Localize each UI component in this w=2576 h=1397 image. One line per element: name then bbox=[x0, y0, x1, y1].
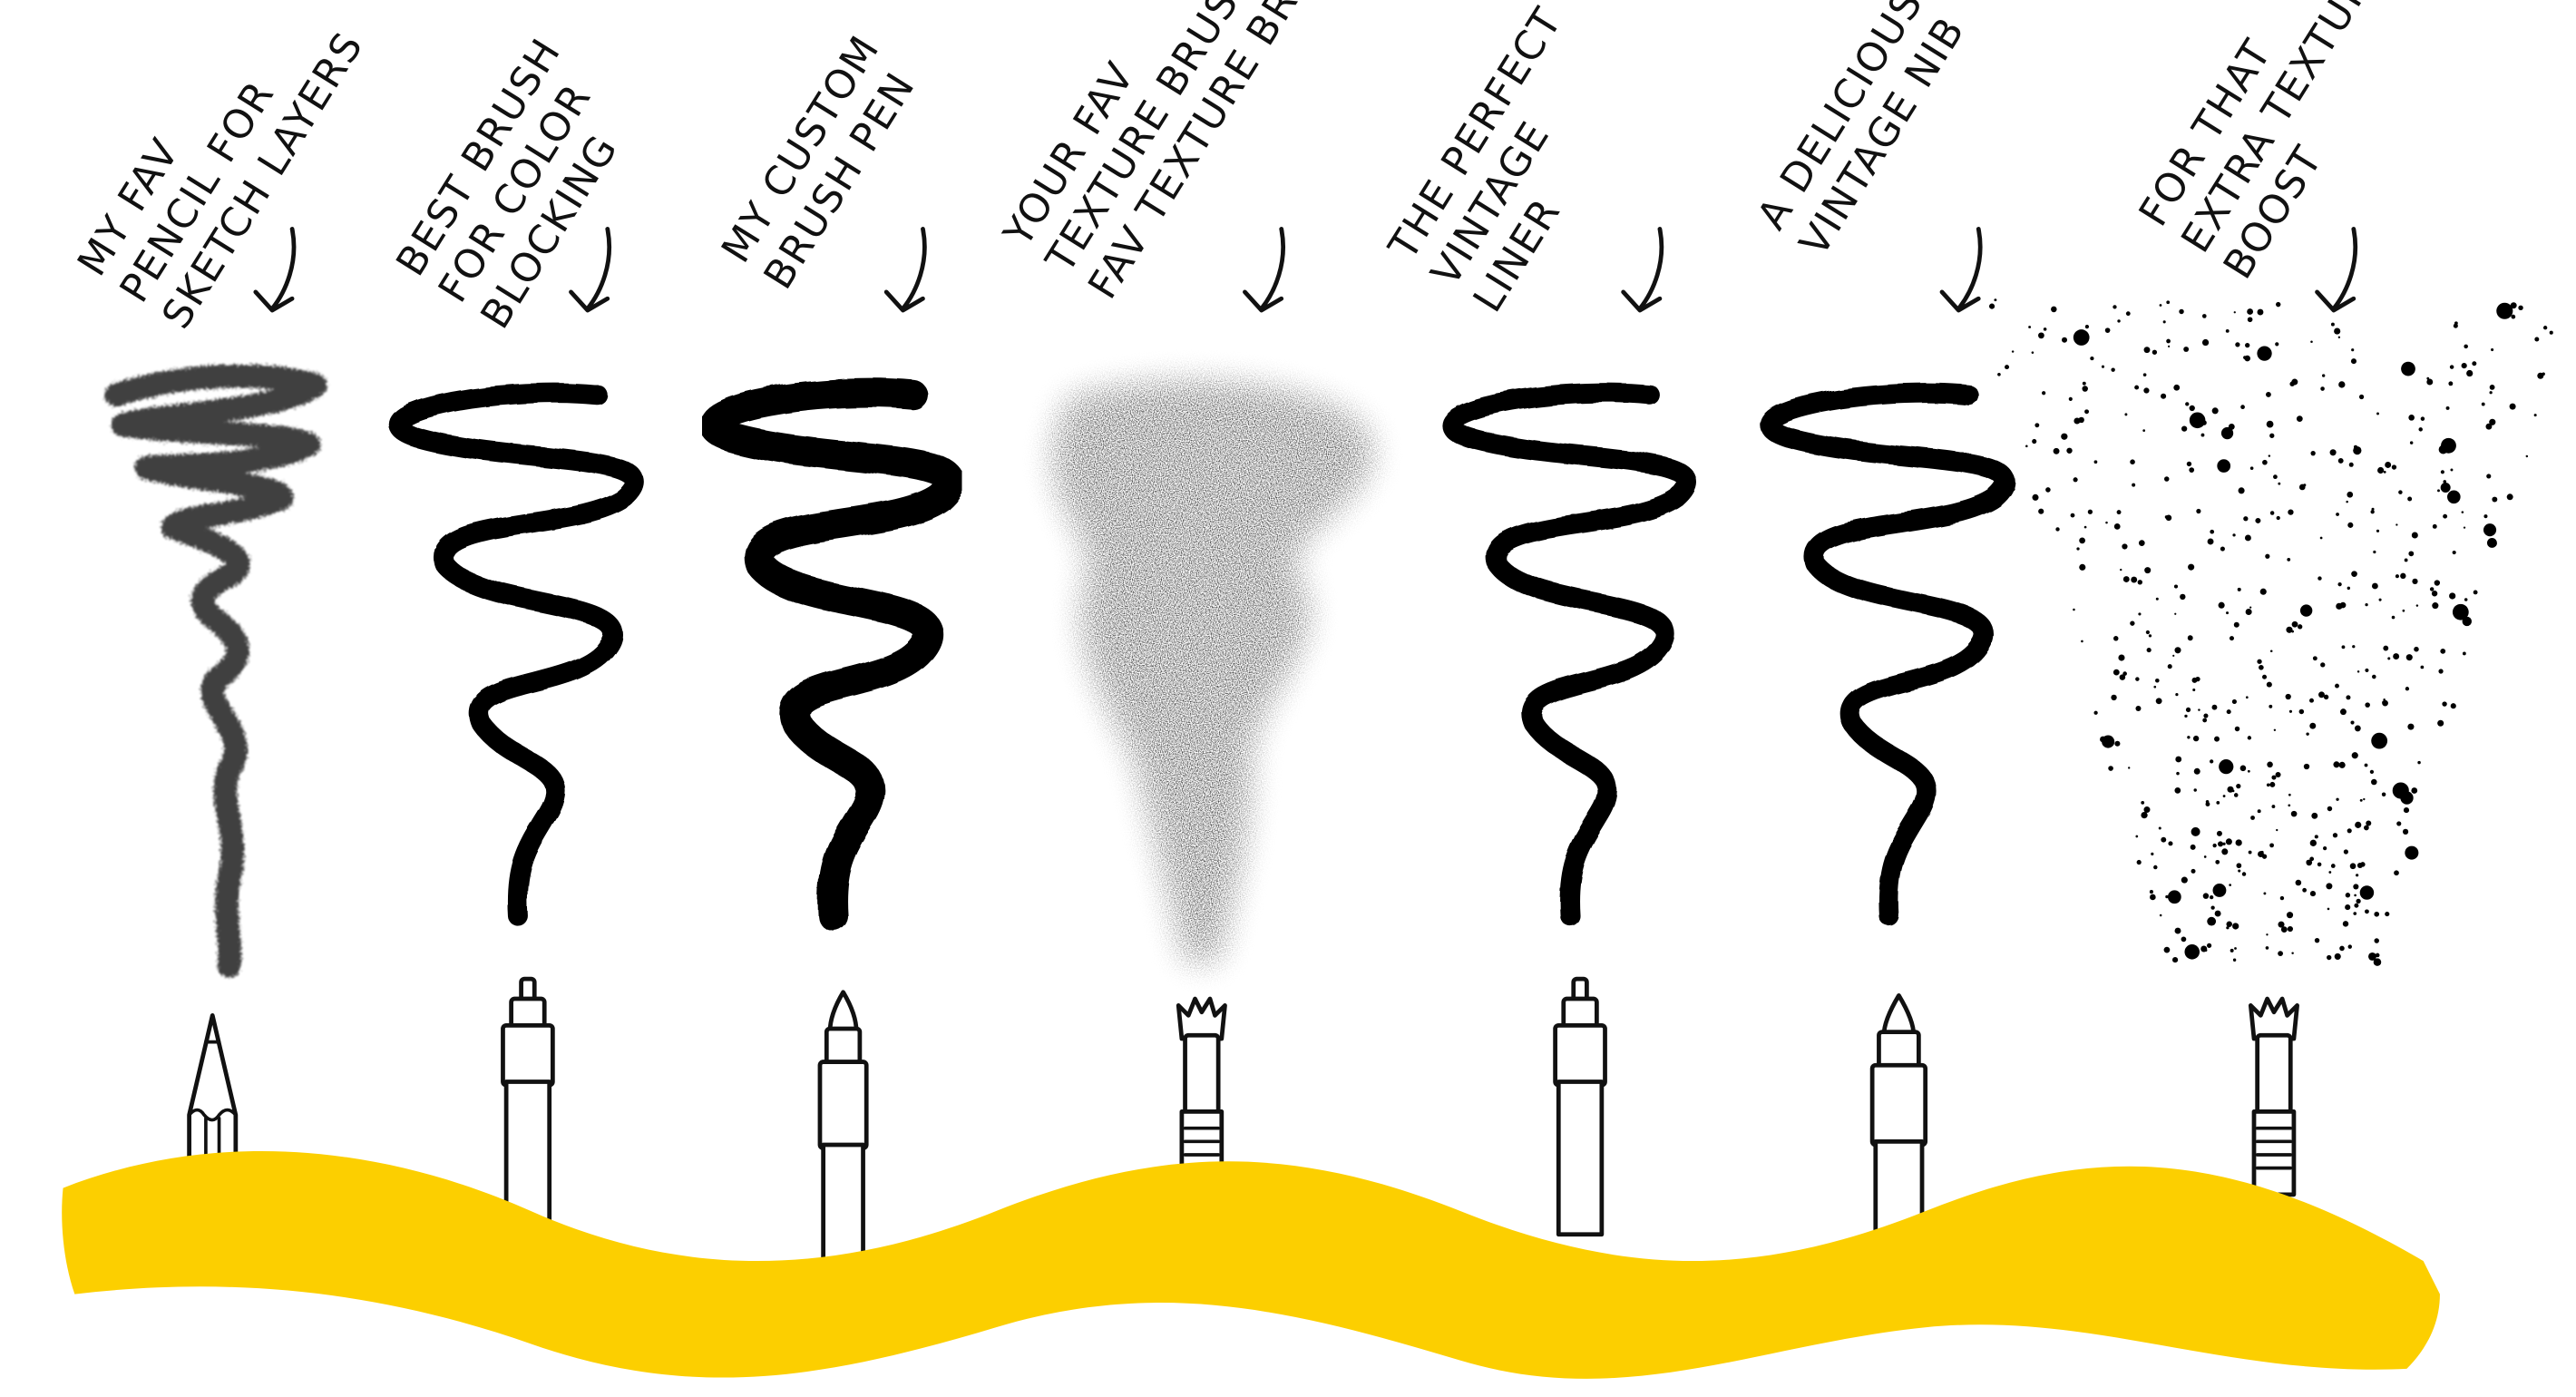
brush-caption: my favpencil forsketch layers bbox=[69, 0, 373, 337]
tapered-bold-stroke bbox=[699, 377, 965, 932]
grainy-cloud-stroke bbox=[1052, 380, 1373, 962]
down-arrow-icon bbox=[1243, 227, 1285, 313]
flat-brush-icon bbox=[2248, 996, 2299, 1197]
brush-caption: the perfectvintageliner bbox=[1380, 0, 1656, 321]
down-arrow-icon bbox=[883, 227, 927, 313]
brush-pen-icon bbox=[817, 990, 869, 1280]
brush-caption: your favtexture brush'sfav texture brush bbox=[994, 0, 1355, 308]
splatter-stroke bbox=[1988, 298, 2553, 966]
down-arrow-icon bbox=[2315, 227, 2358, 313]
brush-tools bbox=[187, 976, 2299, 1280]
caption-arrows bbox=[253, 227, 2358, 313]
brush-caption: my custombrush pen bbox=[713, 27, 932, 298]
brush-caption: a deliciousvintage nib bbox=[1749, 0, 1975, 264]
brush-caption: best brushfor colorblocking bbox=[387, 30, 655, 337]
brush-caption: for thatextra textureboost bbox=[2131, 0, 2437, 287]
solid-stroke bbox=[1441, 383, 1697, 926]
pencil-grain-stroke bbox=[104, 364, 327, 978]
fine-marker-icon bbox=[501, 976, 555, 1237]
brush-strokes bbox=[104, 298, 2553, 978]
tapered-stroke bbox=[1760, 383, 2015, 926]
yellow-wave-band bbox=[62, 1150, 2440, 1379]
fine-marker-icon bbox=[1553, 976, 1607, 1237]
solid-stroke bbox=[388, 383, 645, 926]
down-arrow-icon bbox=[253, 227, 297, 313]
down-arrow-icon bbox=[1621, 227, 1664, 313]
down-arrow-icon bbox=[569, 227, 612, 313]
down-arrow-icon bbox=[1939, 227, 1983, 313]
